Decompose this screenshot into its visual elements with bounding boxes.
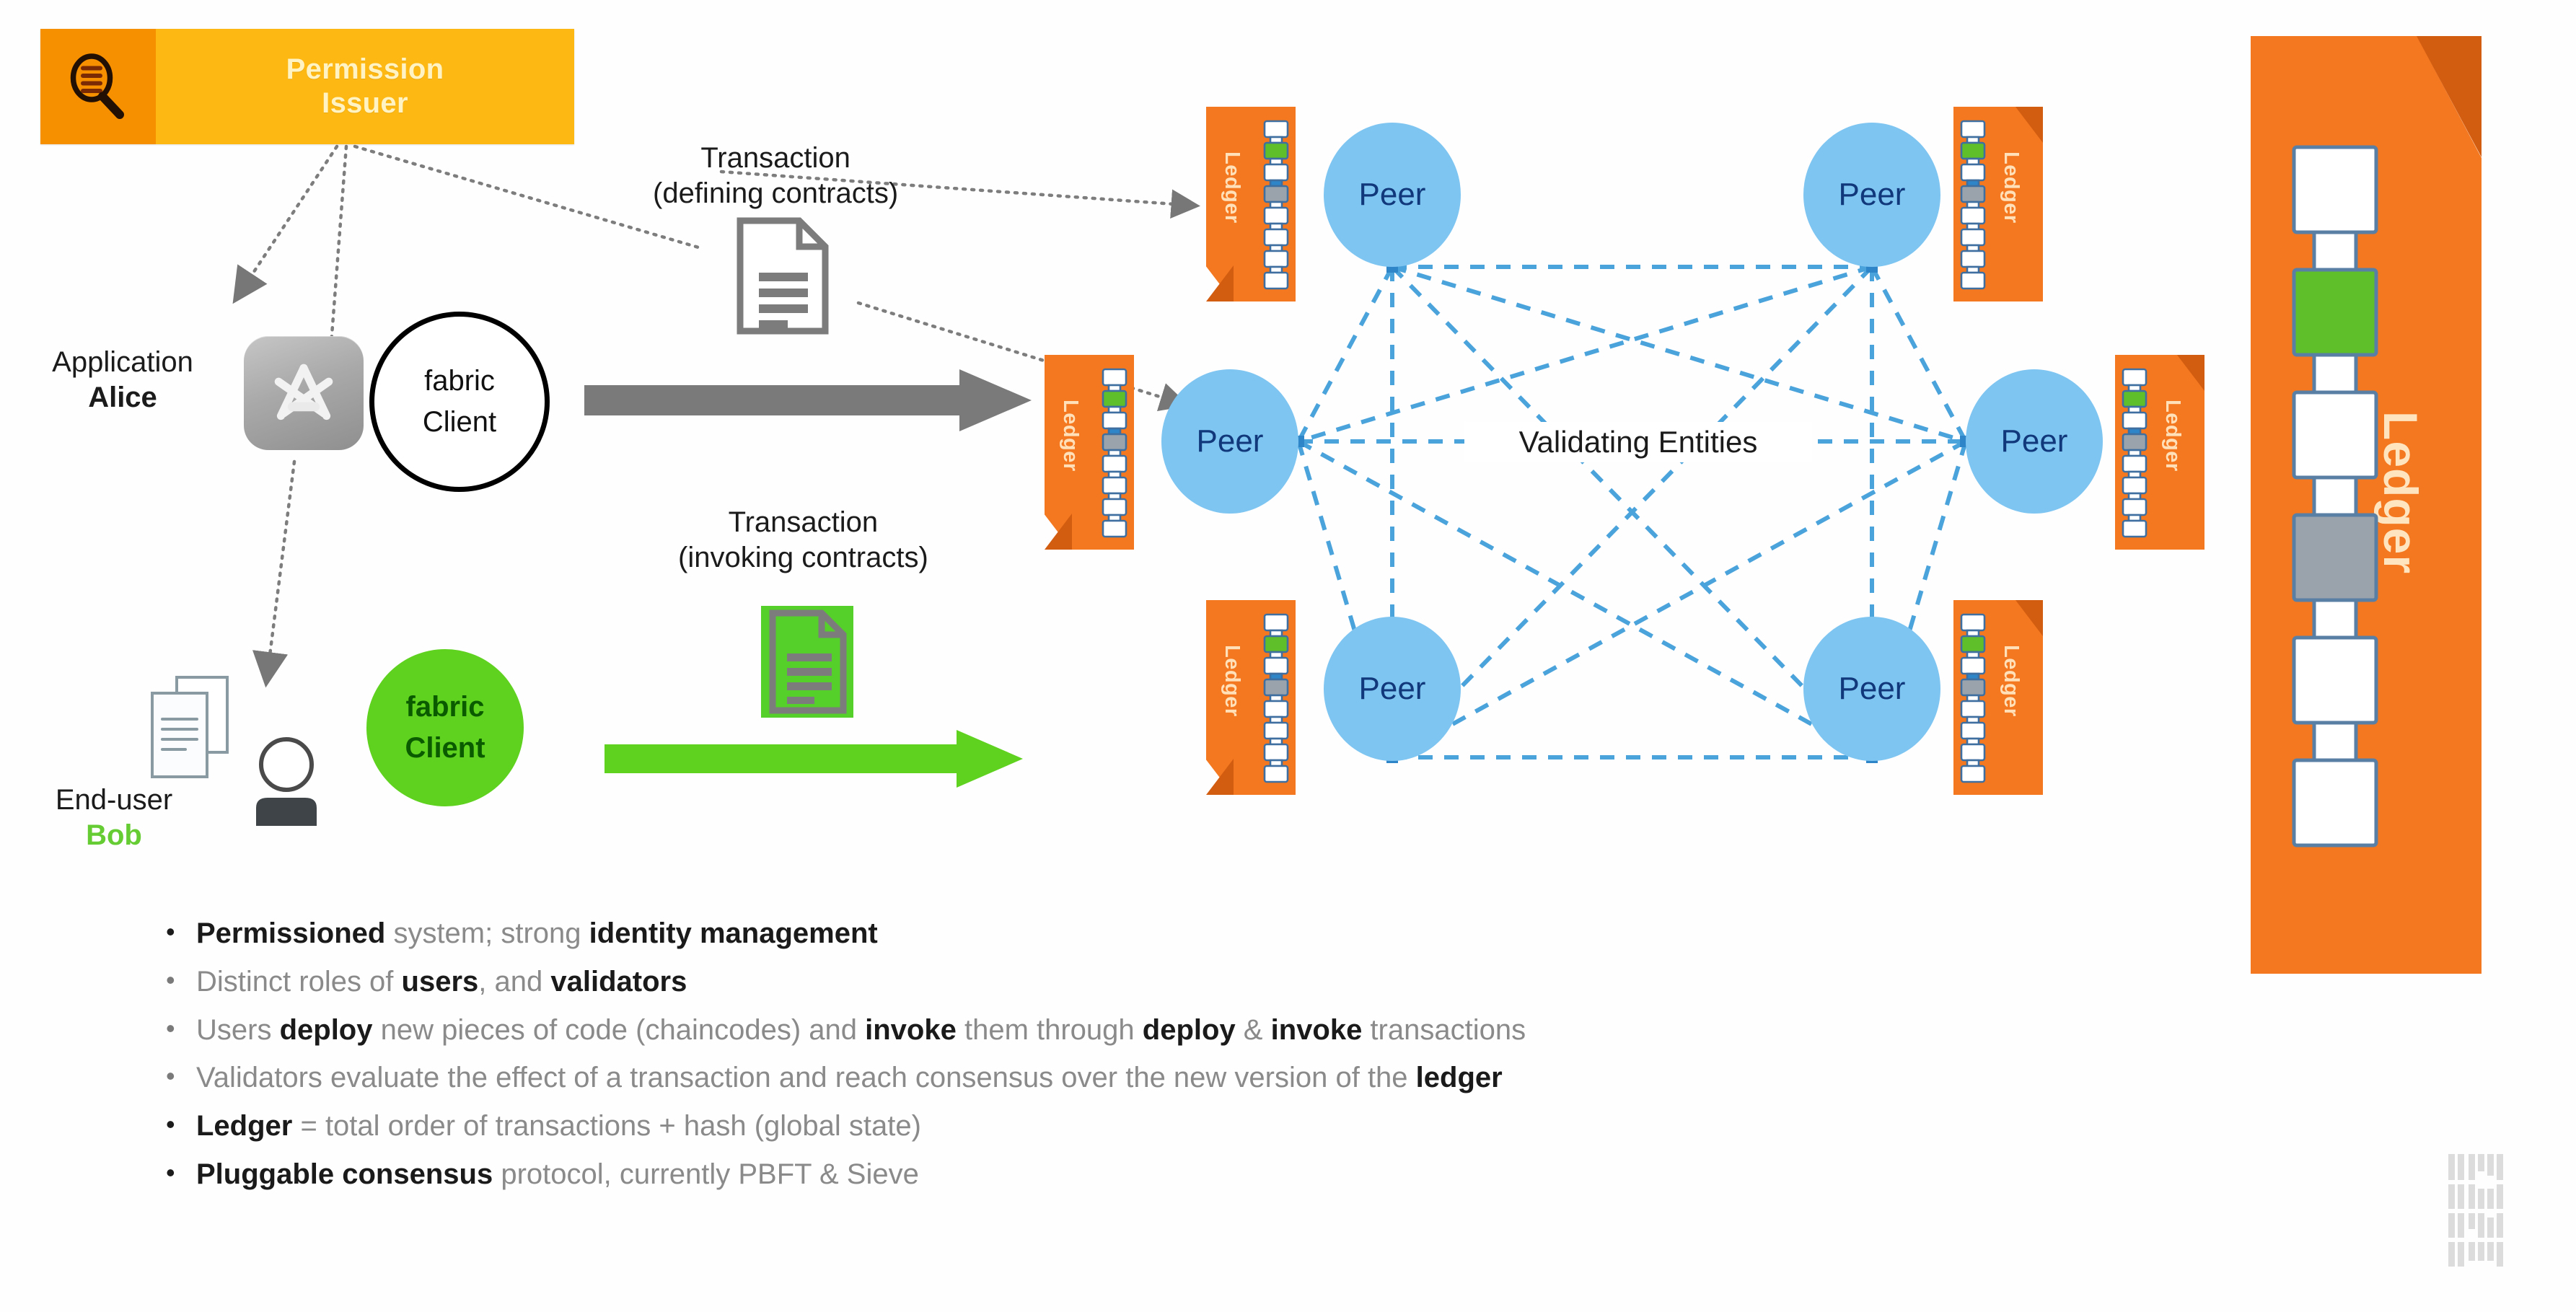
peer-node-bottom-right[interactable]: Peer xyxy=(1803,617,1940,761)
big-ledger-panel[interactable]: Ledger xyxy=(2251,36,2482,974)
bullet-marker: • xyxy=(166,1157,175,1187)
bullet-text-4: Ledger = total order of transactions + h… xyxy=(196,1110,921,1143)
ledger-badge-label: Ledger xyxy=(2161,400,2184,472)
invoke-arrow xyxy=(605,730,1023,788)
peer-label: Peer xyxy=(1358,671,1426,706)
ledger-badge-label: Ledger xyxy=(1059,400,1082,472)
document-gray-icon xyxy=(737,217,829,335)
magnifier-list-icon xyxy=(70,53,124,119)
enduser-bob-label: End-user Bob xyxy=(6,783,222,853)
peer-node-mid-right[interactable]: Peer xyxy=(1966,369,2103,514)
bullet-marker: • xyxy=(166,964,175,995)
ibm-logo xyxy=(2448,1154,2503,1267)
application-name: Alice xyxy=(88,381,157,413)
fabric-client-bob-line1: fabric xyxy=(405,691,485,723)
ledger-badge-bottom-left[interactable]: Ledger xyxy=(1206,600,1296,795)
bullet-text-3: Validators evaluate the effect of a tran… xyxy=(196,1062,1503,1094)
fabric-client-bob-line2: Client xyxy=(405,732,485,764)
bullet-text-0: Permissioned system; strong identity man… xyxy=(196,917,878,949)
peer-node-top-right[interactable]: Peer xyxy=(1803,123,1940,267)
blockchain-chain-icon xyxy=(1263,120,1289,290)
ledger-badge-bottom-right[interactable]: Ledger xyxy=(1953,600,2043,795)
blockchain-chain-icon xyxy=(1102,368,1127,538)
bullet-list: • Permissioned system; strong identity m… xyxy=(166,915,2366,1204)
permission-issuer-icon-cell xyxy=(40,29,156,144)
validating-entities-label: Validating Entities xyxy=(1464,422,1812,462)
blockchain-chain-icon xyxy=(1960,613,1986,783)
permission-line-to-transaction-label xyxy=(353,144,705,251)
ledger-badge-top-right[interactable]: Ledger xyxy=(1953,107,2043,301)
blockchain-chain-icon xyxy=(1960,120,1986,290)
permission-issuer-box[interactable]: Permission Issuer xyxy=(40,29,574,144)
fabric-client-alice-line2: Client xyxy=(422,406,497,438)
fabric-client-bob[interactable]: fabric Client xyxy=(366,649,524,806)
bullet-marker: • xyxy=(166,1013,175,1043)
bullet-item: • Ledger = total order of transactions +… xyxy=(166,1107,2366,1145)
blockchain-chain-icon xyxy=(1263,613,1289,783)
peer-label: Peer xyxy=(1358,177,1426,212)
bullet-text-1: Distinct roles of users, and validators xyxy=(196,965,687,998)
application-alice-label: Application Alice xyxy=(14,345,231,415)
transaction-deploy-label: Transaction (defining contracts) xyxy=(653,141,898,211)
bullet-marker: • xyxy=(166,917,175,946)
bullet-item: • Pluggable consensus protocol, currentl… xyxy=(166,1155,2366,1194)
peer-label: Peer xyxy=(1196,423,1264,459)
bullet-text-5: Pluggable consensus protocol, currently … xyxy=(196,1158,919,1190)
appstore-glyph xyxy=(274,364,333,421)
transaction-deploy-line2: (defining contracts) xyxy=(653,177,899,209)
bullet-text-2: Users deploy new pieces of code (chainco… xyxy=(196,1013,1526,1046)
fabric-client-alice-line1: fabric xyxy=(424,365,495,397)
permission-issuer-label-line1: Permission xyxy=(286,53,444,85)
permission-line-to-enduser xyxy=(252,459,296,688)
bullet-item: • Distinct roles of users, and validator… xyxy=(166,963,2366,1001)
enduser-role: End-user xyxy=(55,784,173,816)
application-role: Application xyxy=(52,346,193,378)
enduser-name: Bob xyxy=(86,819,142,851)
ledger-badge-mid-left[interactable]: Ledger xyxy=(1045,355,1134,550)
ledger-badge-mid-right[interactable]: Ledger xyxy=(2115,355,2204,550)
transaction-invoke-line1: Transaction xyxy=(728,506,879,538)
peer-node-top-left[interactable]: Peer xyxy=(1324,123,1461,267)
ledger-badge-top-left[interactable]: Ledger xyxy=(1206,107,1296,301)
transaction-invoke-line2: (invoking contracts) xyxy=(678,541,928,573)
permission-issuer-label-line2: Issuer xyxy=(322,87,408,119)
bullet-marker: • xyxy=(166,1061,175,1091)
permission-issuer-label: Permission Issuer xyxy=(156,29,574,144)
appstore-icon[interactable] xyxy=(244,336,364,450)
bullet-item: • Permissioned system; strong identity m… xyxy=(166,915,2366,953)
fabric-client-alice[interactable]: fabric Client xyxy=(369,312,550,492)
ledger-badge-label: Ledger xyxy=(1221,645,1244,717)
blockchain-chain-icon xyxy=(2122,368,2148,538)
big-blockchain-chain-icon xyxy=(2292,145,2378,847)
bullet-item: • Users deploy new pieces of code (chain… xyxy=(166,1011,2366,1049)
transaction-invoke-label: Transaction (invoking contracts) xyxy=(678,505,928,576)
peer-label: Peer xyxy=(1838,177,1906,212)
bullet-item: • Validators evaluate the effect of a tr… xyxy=(166,1059,2366,1097)
ledger-badge-label: Ledger xyxy=(2000,151,2023,224)
permission-line-to-application xyxy=(232,144,339,304)
peer-node-mid-left[interactable]: Peer xyxy=(1161,369,1298,514)
transaction-deploy-line1: Transaction xyxy=(700,142,850,174)
document-green-icon xyxy=(761,606,853,718)
ledger-badge-label: Ledger xyxy=(2000,645,2023,717)
documents-icon xyxy=(151,676,229,778)
peer-label: Peer xyxy=(1838,671,1906,706)
person-icon xyxy=(256,737,317,826)
ledger-badge-label: Ledger xyxy=(1221,151,1244,224)
deploy-arrow xyxy=(584,369,1032,431)
peer-label: Peer xyxy=(2000,423,2068,459)
peer-node-bottom-left[interactable]: Peer xyxy=(1324,617,1461,761)
bullet-marker: • xyxy=(166,1109,175,1140)
